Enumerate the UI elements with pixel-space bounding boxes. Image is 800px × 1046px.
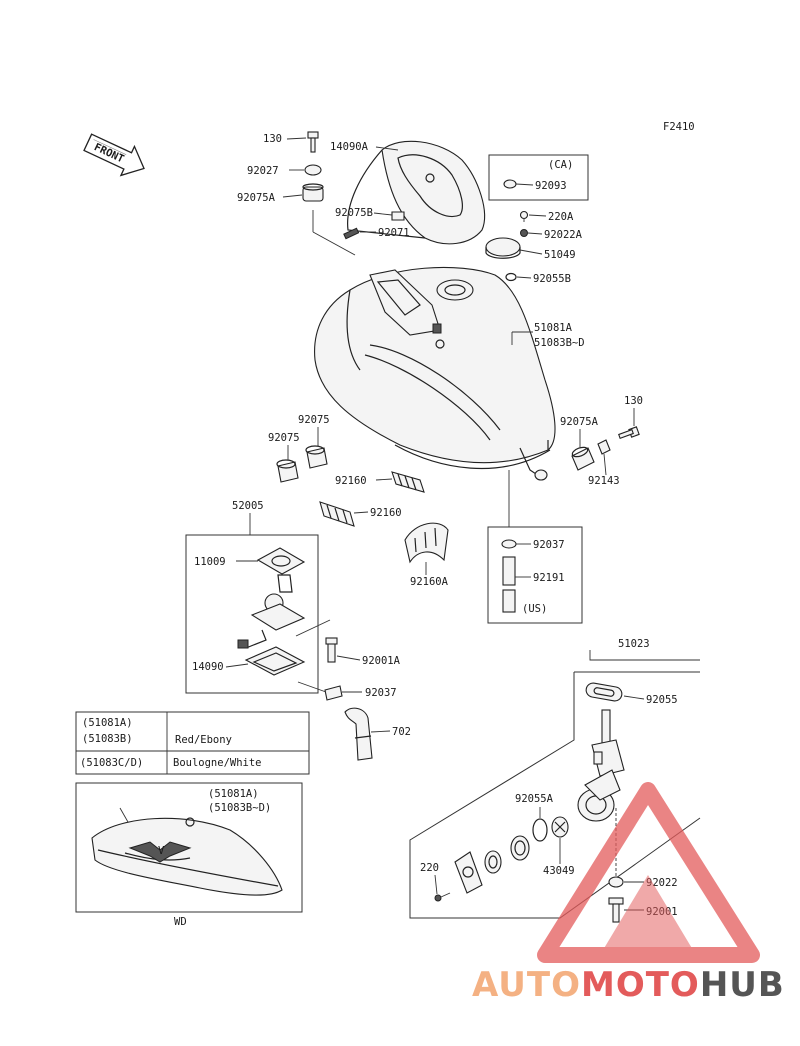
spacer-part — [510, 835, 530, 861]
part-label-92027: 92027 — [247, 165, 279, 177]
pad-92160-upper — [391, 471, 425, 493]
part-label-92160-a: 92160 — [335, 475, 367, 487]
part-label-52005: 52005 — [232, 500, 264, 512]
color-code-51083C-D: (51083C/D) — [80, 757, 143, 769]
svg-text:AUTOMOTOHUB: AUTOMOTOHUB — [472, 965, 785, 1005]
color-name-red-ebony: Red/Ebony — [175, 734, 232, 746]
bolt-92001A — [325, 637, 338, 663]
part-label-92071: 92071 — [378, 227, 410, 239]
color-name-boulogne-white: Boulogne/White — [173, 757, 262, 769]
part-label-92143: 92143 — [588, 475, 620, 487]
tank-cover-14090A — [347, 140, 486, 245]
inset-code-51081A: (51081A) — [208, 788, 259, 800]
damper-92075-right — [305, 445, 328, 469]
color-table: (51081A) (51083B) Red/Ebony (51083C/D) B… — [75, 711, 310, 775]
figure-code: F2410 — [663, 121, 695, 133]
bolt-130-right — [618, 426, 640, 439]
part-label-92160A: 92160A — [410, 576, 449, 588]
color-code-51081A: (51081A) — [82, 717, 133, 729]
part-label-130-right: 130 — [624, 395, 643, 407]
part-label-92055: 92055 — [646, 694, 678, 706]
watermark-logo — [537, 782, 760, 963]
bolt-92001 — [608, 897, 624, 923]
fuel-tank-51081A — [314, 266, 556, 481]
damper-92075A-right — [571, 446, 595, 471]
part-label-92037-left: 92037 — [365, 687, 397, 699]
bolt-130-top — [307, 131, 319, 153]
lever-plate — [454, 851, 483, 894]
tank-inset: (51081A) (51083B~D) V WD — [75, 782, 303, 928]
part-label-92022A: 92022A — [544, 229, 583, 241]
front-arrow-icon: FRONT — [83, 133, 145, 177]
part-label-14090: 14090 — [192, 661, 224, 673]
screw-220 — [434, 892, 451, 902]
part-label-92075B: 92075B — [335, 207, 373, 219]
part-label-92160-b: 92160 — [370, 507, 402, 519]
svg-text:V: V — [158, 845, 165, 857]
clamp-92037-us — [501, 539, 517, 549]
part-label-92075-b: 92075 — [298, 414, 330, 426]
oring-92055B — [505, 272, 517, 282]
pad-92160A — [404, 522, 449, 564]
part-label-11009: 11009 — [194, 556, 226, 568]
part-label-220: 220 — [420, 862, 439, 874]
part-label-220A: 220A — [548, 211, 574, 223]
damper-92075B — [391, 211, 405, 221]
us-box — [487, 526, 583, 624]
watermark-moto: MOTO — [581, 965, 700, 1005]
pad-92160-lower — [319, 501, 355, 527]
screw-220A — [519, 210, 529, 222]
part-label-51081A: 51081A — [534, 322, 573, 334]
part-label-51049: 51049 — [544, 249, 576, 261]
part-label-92075A-right: 92075A — [560, 416, 599, 428]
seal-part — [484, 850, 502, 874]
collar-92143 — [597, 439, 611, 455]
part-label-130-top: 130 — [263, 133, 282, 145]
fuel-cock-51023 — [577, 709, 625, 822]
part-92093-icon — [503, 179, 517, 189]
cover-14090 — [244, 646, 306, 676]
color-code-51083B: (51083B) — [82, 733, 133, 745]
clamp-92037 — [324, 685, 343, 701]
part-label-92055A: 92055A — [515, 793, 554, 805]
part-label-92093: 92093 — [535, 180, 567, 192]
watermark-auto: AUTO — [472, 965, 581, 1005]
gasket-11009 — [256, 547, 306, 575]
watermark-text: AUTOMOTOHUB — [472, 965, 785, 1005]
inset-caption-wd: WD — [174, 916, 187, 928]
part-label-92037-us: 92037 — [533, 539, 565, 551]
ca-box-label: (CA) — [548, 159, 573, 171]
sensor-box — [185, 534, 319, 694]
part-label-702: 702 — [392, 726, 411, 738]
fuel-sensor-52005 — [237, 574, 306, 649]
part-label-92001A: 92001A — [362, 655, 401, 667]
us-box-label: (US) — [522, 603, 547, 615]
inset-code-51083B-D: (51083B~D) — [208, 802, 271, 814]
washer-92022A — [520, 229, 528, 237]
part-label-92075A-top: 92075A — [237, 192, 276, 204]
hose-702 — [344, 707, 373, 761]
damper-92075A-top — [302, 183, 324, 202]
fuel-cap-51049 — [485, 237, 521, 259]
part-label-43049: 43049 — [543, 865, 575, 877]
oring-92055A — [532, 818, 548, 842]
part-label-51023: 51023 — [618, 638, 650, 650]
damper-92075-left — [276, 459, 299, 483]
gasket-92055 — [585, 682, 623, 702]
part-label-92055B: 92055B — [533, 273, 571, 285]
hose-92191 — [502, 556, 516, 613]
watermark-hub: HUB — [700, 965, 785, 1005]
part-label-92075-a: 92075 — [268, 432, 300, 444]
part-label-51083B-D: 51083B~D — [534, 337, 585, 349]
washer-92022 — [608, 876, 624, 888]
part-label-14090A: 14090A — [330, 141, 369, 153]
part-label-92191: 92191 — [533, 572, 565, 584]
ca-box — [488, 154, 589, 201]
washer-92027 — [304, 164, 322, 176]
diaphragm-43049 — [551, 816, 569, 838]
clip-92071 — [343, 227, 360, 240]
